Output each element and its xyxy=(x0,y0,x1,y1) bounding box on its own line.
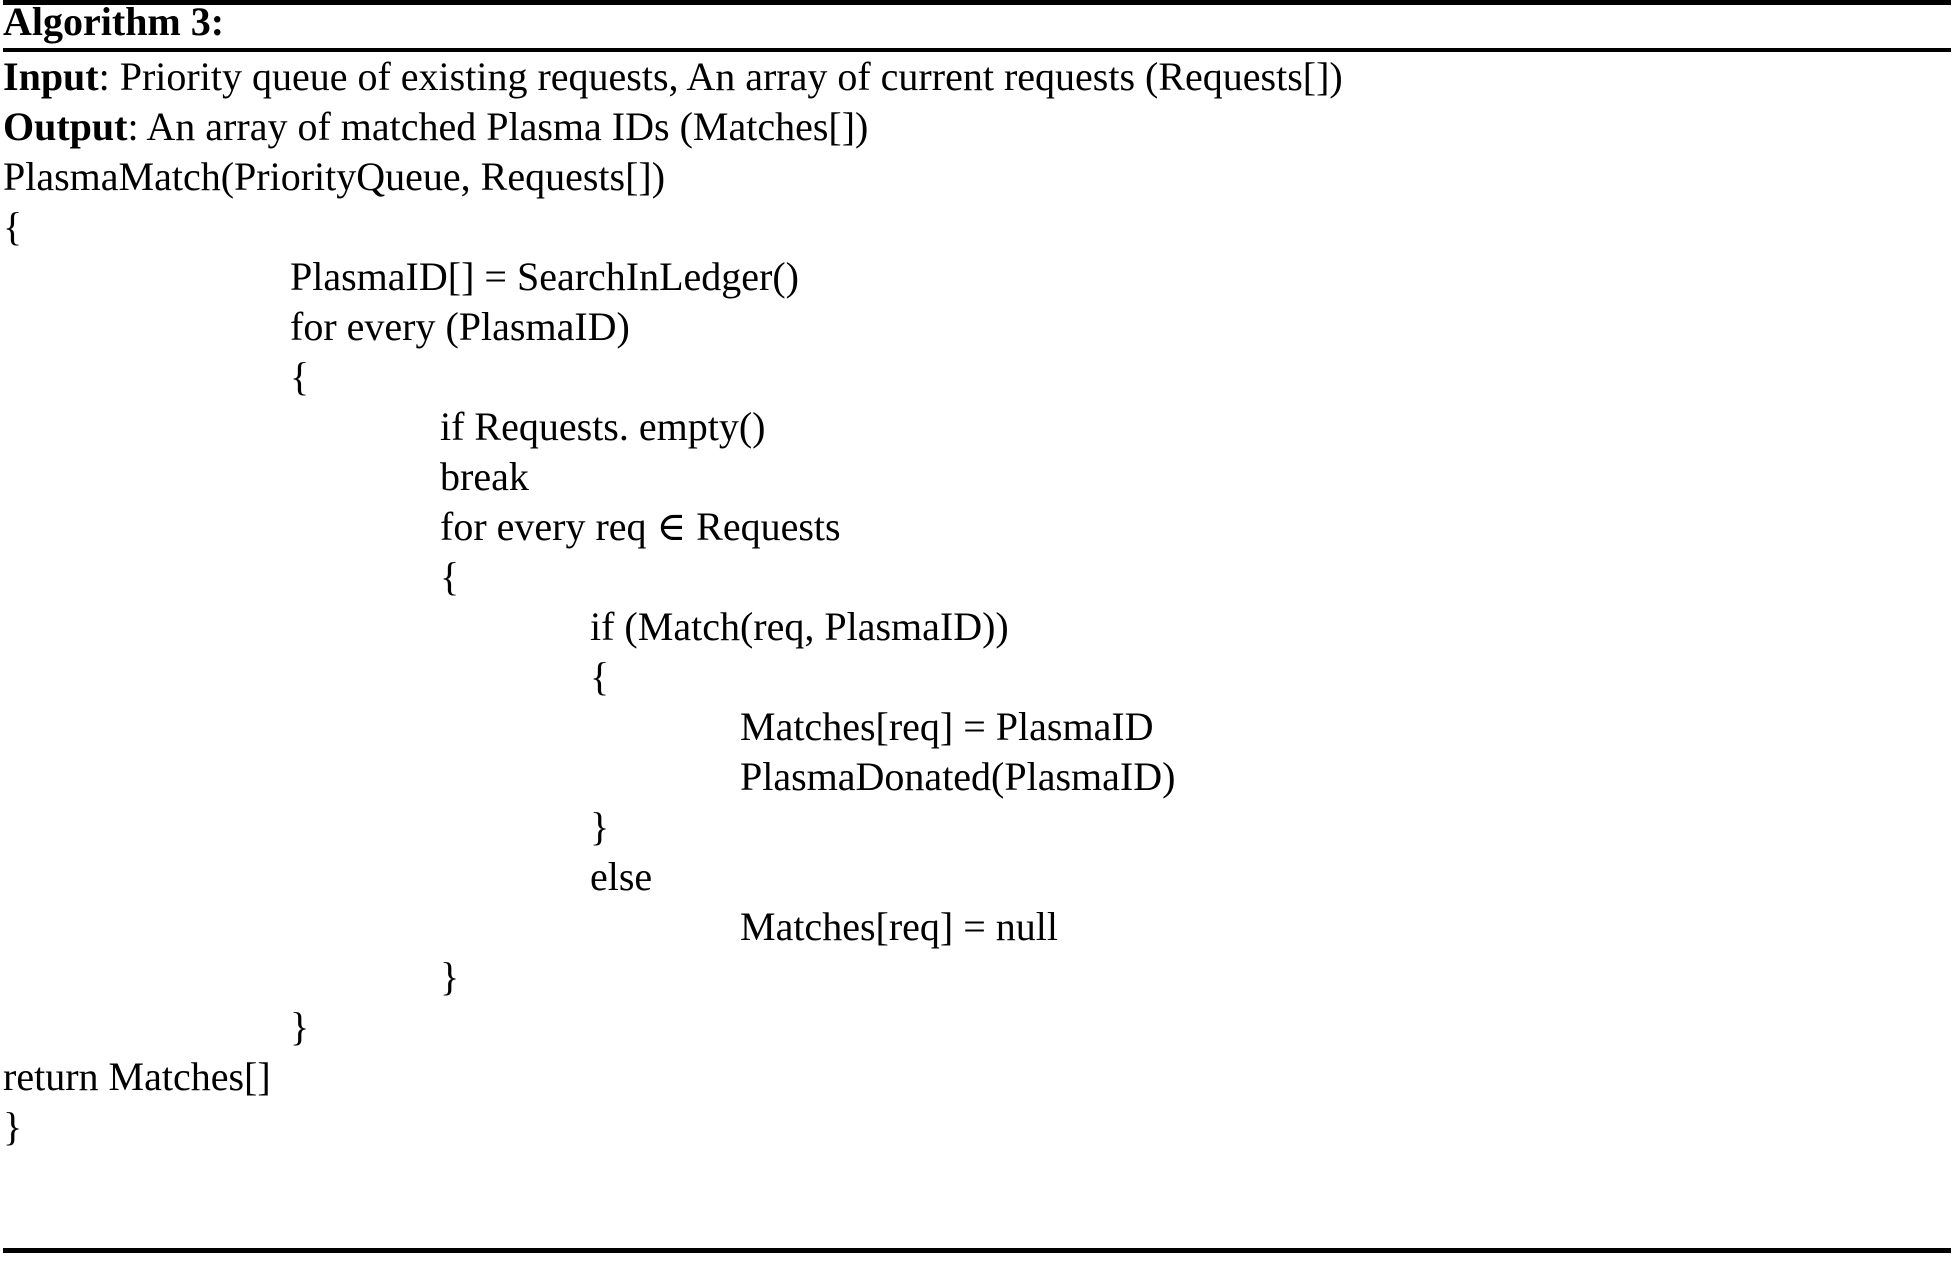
code-line: return Matches[] xyxy=(0,1052,1954,1102)
code-line: if (Match(req, PlasmaID)) xyxy=(0,602,1954,652)
input-line: Input: Priority queue of existing reques… xyxy=(0,52,1954,102)
code-line: PlasmaID[] = SearchInLedger() xyxy=(0,252,1954,302)
bottom-rule xyxy=(3,1248,1951,1253)
code-line-text: Matches[req] = null xyxy=(740,904,1059,949)
code-line-text: break xyxy=(440,454,529,499)
code-line-text: { xyxy=(590,654,610,699)
code-line-text: } xyxy=(590,804,610,849)
code-line: if Requests. empty() xyxy=(0,402,1954,452)
output-line: Output: An array of matched Plasma IDs (… xyxy=(0,102,1954,152)
algorithm-body: Input: Priority queue of existing reques… xyxy=(0,52,1954,1152)
code-line: } xyxy=(0,952,1954,1002)
code-line-text: else xyxy=(590,854,653,899)
code-line-text: } xyxy=(440,954,460,999)
code-line-text: PlasmaID[] = SearchInLedger() xyxy=(290,254,800,299)
code-line: } xyxy=(0,1002,1954,1052)
code-line: } xyxy=(0,1102,1954,1152)
code-line-text: PlasmaMatch(PriorityQueue, Requests[]) xyxy=(3,154,666,199)
code-line-text: } xyxy=(290,1004,310,1049)
code-line-text: return Matches[] xyxy=(3,1054,271,1099)
code-line-text: if Requests. empty() xyxy=(440,404,766,449)
code-line-text: Matches[req] = PlasmaID xyxy=(740,704,1154,749)
code-line-text: { xyxy=(290,354,310,399)
header-rule xyxy=(3,48,1951,52)
code-line: else xyxy=(0,852,1954,902)
code-line: { xyxy=(0,652,1954,702)
code-line-text: if (Match(req, PlasmaID)) xyxy=(590,604,1009,649)
code-line: { xyxy=(0,552,1954,602)
code-line: Matches[req] = PlasmaID xyxy=(0,702,1954,752)
code-line: Matches[req] = null xyxy=(0,902,1954,952)
algorithm-title: Algorithm 3: xyxy=(3,0,225,44)
input-text: : Priority queue of existing requests, A… xyxy=(98,54,1343,99)
code-line: for every (PlasmaID) xyxy=(0,302,1954,352)
code-line: } xyxy=(0,802,1954,852)
code-line-text: for every (PlasmaID) xyxy=(290,304,630,349)
code-line: { xyxy=(0,352,1954,402)
code-line-text: PlasmaDonated(PlasmaID) xyxy=(740,754,1176,799)
code-line-text: { xyxy=(440,554,460,599)
code-line-text: for every req ∈ Requests xyxy=(440,504,841,549)
input-label: Input xyxy=(3,54,99,99)
code-line: PlasmaMatch(PriorityQueue, Requests[]) xyxy=(0,152,1954,202)
output-text: : An array of matched Plasma IDs (Matche… xyxy=(127,104,869,149)
code-line: { xyxy=(0,202,1954,252)
code-line: PlasmaDonated(PlasmaID) xyxy=(0,752,1954,802)
code-line-text: } xyxy=(3,1104,23,1149)
top-rule xyxy=(3,0,1951,5)
code-line: for every req ∈ Requests xyxy=(0,502,1954,552)
code-line: break xyxy=(0,452,1954,502)
code-line-text: { xyxy=(3,204,23,249)
output-label: Output xyxy=(3,104,128,149)
